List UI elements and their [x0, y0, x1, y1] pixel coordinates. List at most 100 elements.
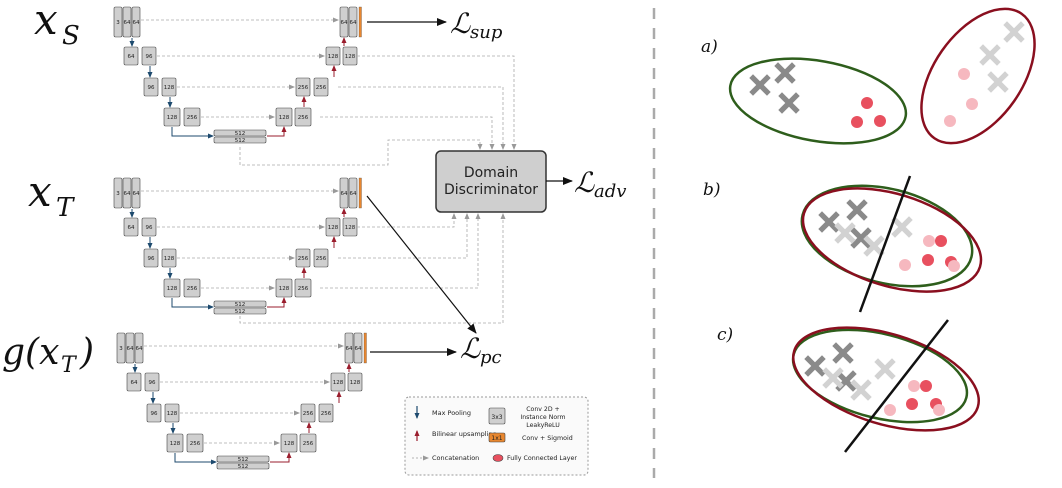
fc-layer-icon [492, 454, 504, 462]
dec3-block-0-label: 256 [303, 411, 314, 417]
svg-text:1x1: 1x1 [491, 435, 502, 442]
enc2-block-0 [123, 217, 139, 237]
source-cross-3 [778, 92, 800, 114]
input-label-target: x T [28, 167, 75, 223]
b-decision-boundary [858, 175, 912, 313]
upsample-arrow-l4 [267, 126, 287, 137]
svg-text:3x3: 3x3 [491, 414, 502, 421]
target-cross-2 [979, 44, 1001, 66]
c-target-dot-1 [908, 380, 920, 392]
svg-text:g(x: g(x [2, 332, 59, 373]
enc4-block-0-label: 128 [167, 115, 178, 121]
enc1-block-0 [116, 332, 126, 364]
disc-feed-tgt-l2 [357, 213, 457, 228]
enc2-block-0-label: 64 [128, 225, 135, 231]
svg-text:S: S [62, 21, 80, 51]
svg-text:Bilinear upsampling: Bilinear upsampling [432, 430, 497, 438]
disc-feed-src-l3 [338, 86, 506, 150]
enc1-block-0-label: 3 [119, 346, 123, 352]
svg-text:pc: pc [480, 347, 502, 368]
dec3-block-1-label: 256 [321, 411, 332, 417]
sigmoid-output-block [358, 177, 362, 209]
source-cluster-ellipse [728, 57, 908, 145]
bottleneck-block-1-label: 512 [238, 464, 249, 470]
b-target-dot-2 [899, 259, 911, 271]
svg-text:T: T [56, 193, 75, 223]
dec1-block-0-label: 64 [341, 20, 348, 26]
enc1-block-2 [131, 6, 141, 38]
dec2-block-1-label: 128 [345, 225, 356, 231]
c-target-dot-2 [884, 404, 896, 416]
enc4-block-1-label: 256 [187, 115, 198, 121]
enc2-block-1-label: 96 [146, 225, 153, 231]
c-target-cross-2 [850, 379, 872, 401]
c-source-cross-2 [832, 342, 854, 364]
target-dot-1 [958, 68, 970, 80]
target-cluster-ellipse-c [792, 326, 980, 432]
svg-text:x: x [28, 167, 52, 216]
domain-discriminator: Domain Discriminator [435, 150, 547, 213]
dec2-block-0-label: 128 [333, 380, 344, 386]
enc2-block-1-label: 96 [149, 380, 156, 386]
dec3-block-1 [313, 77, 329, 97]
target-cross-1 [1003, 21, 1025, 43]
enc2-block-0 [126, 372, 142, 392]
enc2-block-0 [123, 46, 139, 66]
enc1-block-1-label: 64 [124, 20, 131, 26]
enc1-block-1 [125, 332, 135, 364]
source-dot-2 [851, 116, 863, 128]
maxpool-arrow-l4 [171, 298, 214, 310]
target-cluster-ellipse-b [801, 187, 983, 293]
bottleneck-block-0-label: 512 [238, 457, 249, 463]
svg-text:): ) [79, 332, 94, 373]
enc4-block-1-label: 256 [187, 286, 198, 292]
loss-adv-label: ℒ adv [574, 166, 626, 202]
b-source-cross-3 [850, 227, 872, 249]
svg-text:b): b) [703, 180, 721, 200]
dec4-block-0-label: 128 [279, 115, 290, 121]
svg-text:ℒ: ℒ [450, 7, 471, 40]
enc2-block-1 [141, 217, 157, 237]
enc3-block-0-label: 96 [151, 411, 158, 417]
sigmoid-output-block [363, 332, 367, 364]
enc1-block-0 [113, 6, 123, 38]
enc3-block-1 [161, 248, 177, 268]
bottleneck-block-0 [213, 300, 267, 308]
enc1-block-2-label: 64 [133, 20, 140, 26]
dec3-block-1-label: 256 [316, 85, 327, 91]
enc1-block-2 [134, 332, 144, 364]
c-source-dot-1 [920, 380, 932, 392]
dec3-block-1 [318, 403, 334, 423]
loss-pc-label: ℒ pc [460, 332, 502, 368]
enc1-block-0 [113, 177, 123, 209]
svg-text:sup: sup [470, 22, 503, 43]
source-cross-1 [749, 74, 771, 96]
enc3-block-1 [161, 77, 177, 97]
dec4-block-1-label: 256 [298, 286, 309, 292]
enc2-block-0-label: 64 [131, 380, 138, 386]
upsample-arrow-l4 [270, 452, 292, 463]
svg-text:Max Pooling: Max Pooling [432, 409, 471, 417]
enc4-block-1 [186, 433, 204, 453]
enc3-block-1-label: 128 [164, 85, 175, 91]
svg-text:a): a) [701, 37, 718, 57]
enc4-block-1-label: 256 [190, 441, 201, 447]
enc4-block-1 [183, 107, 201, 127]
dec4-block-1 [294, 107, 312, 127]
enc3-block-1 [164, 403, 180, 423]
dec3-block-1 [313, 248, 329, 268]
dec4-block-1-label: 256 [303, 441, 314, 447]
target-cluster-ellipse [920, 7, 1036, 145]
enc3-block-1-label: 128 [164, 256, 175, 262]
b-target-cross-2 [863, 235, 885, 257]
dec4-block-1 [299, 433, 317, 453]
enc2-block-1 [144, 372, 160, 392]
bottleneck-block-0-label: 512 [235, 302, 246, 308]
svg-text:adv: adv [594, 181, 626, 202]
enc2-block-0-label: 64 [128, 54, 135, 60]
svg-text:c): c) [717, 325, 733, 345]
svg-text:T: T [61, 353, 78, 378]
b-source-dot-1 [935, 235, 947, 247]
